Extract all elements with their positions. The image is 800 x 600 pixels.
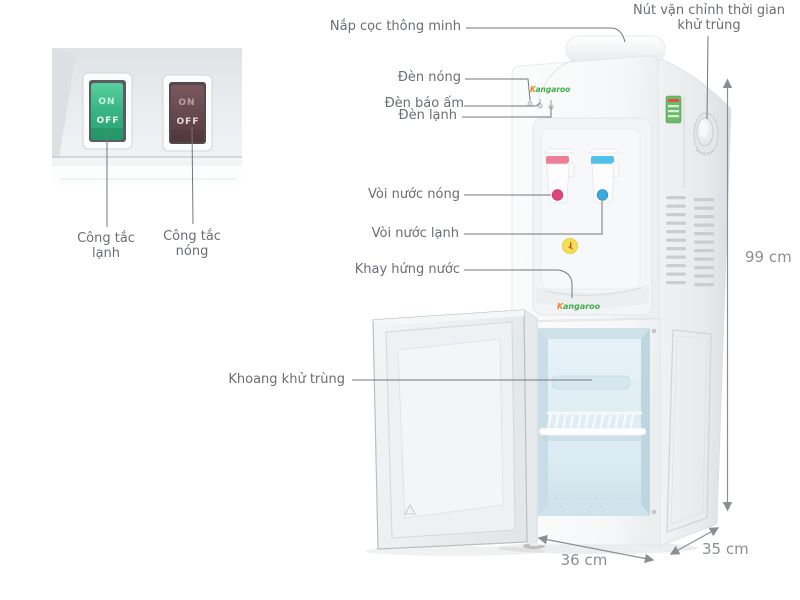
brand-initial: K — [557, 302, 564, 311]
brand-logo-front: K angaroo — [557, 302, 601, 311]
dispenser-side-panel — [657, 57, 732, 547]
callout-drip-tray: Khay hứng nước — [354, 262, 460, 277]
callout-line-hot-switch — [191, 126, 194, 225]
hot-switch-on-text: ON — [178, 98, 195, 108]
cold-tap-button — [596, 189, 609, 201]
brand-logo-top: K angaroo — [530, 85, 570, 94]
cold-rocker-switch: ON OFF — [82, 72, 133, 150]
callout-line-cold-light — [462, 106, 552, 118]
cold-switch-off-text: OFF — [97, 116, 120, 126]
cold-tap-stripe — [591, 156, 614, 165]
chamber-floor — [554, 497, 628, 508]
hot-tap — [543, 148, 575, 204]
callout-line-drip-tray — [464, 269, 573, 298]
drip-tray — [536, 285, 649, 308]
energy-sticker — [665, 95, 682, 124]
callout-cold-light: Đèn lạnh — [398, 108, 458, 123]
hot-switch-off-text: OFF — [177, 117, 200, 127]
callout-line-sterilize-knob — [706, 35, 709, 120]
side-vents — [666, 196, 714, 287]
callout-sterilize-knob: Nút vặn chỉnh thời gian khử trùng — [633, 3, 785, 33]
hot-rocker-switch: ON OFF — [162, 74, 213, 152]
height-dimension-label: 99 cm — [745, 248, 792, 266]
recycle-mark — [404, 503, 416, 515]
callout-smart-cap: Nắp cọc thông minh — [329, 19, 461, 34]
inset-angled-wall — [52, 48, 76, 158]
depth-dimension-line — [669, 527, 720, 555]
callout-hot-light: Đèn nóng — [397, 70, 461, 85]
cold-tap — [588, 148, 620, 204]
callout-lines — [352, 27, 709, 381]
hot-tap-button — [551, 189, 564, 201]
warning-sticker — [562, 238, 578, 254]
brand-initial: K — [530, 85, 537, 94]
chamber-door-open — [372, 309, 538, 550]
dimension-lines — [537, 78, 733, 564]
brand-rest: angaroo — [536, 85, 571, 94]
wire-shelf — [538, 411, 647, 441]
dispenser-upper-front: K angaroo — [511, 55, 660, 323]
sterilize-chamber — [529, 318, 661, 546]
depth-dimension-label: 35 cm — [702, 540, 749, 558]
cold-switch-label: Công tắc lạnh — [77, 231, 135, 261]
callout-line-cold-tap — [464, 201, 603, 235]
hot-switch-label: Công tắc nóng — [163, 229, 221, 259]
callout-sterilize-chamber: Khoang khử trùng — [228, 372, 345, 387]
callout-line-warm-light — [464, 102, 541, 107]
cold-switch-on-text: ON — [98, 97, 115, 107]
callout-cold-tap: Vòi nước lạnh — [371, 226, 459, 241]
width-dimension-line — [537, 534, 655, 564]
tap-recess — [532, 117, 653, 316]
switch-inset-photo: ON OFF ON OFF — [52, 48, 242, 227]
chamber-back-groove — [551, 375, 631, 390]
hot-tap-stripe — [546, 156, 569, 165]
brand-rest: angaroo — [563, 302, 601, 311]
callout-hot-tap: Vòi nước nóng — [368, 187, 460, 202]
sterilize-knob — [693, 112, 719, 156]
width-dimension-label: 36 cm — [560, 551, 608, 569]
callout-line-smart-cap — [466, 27, 626, 43]
callout-warm-light: Đèn báo ấm — [384, 96, 464, 111]
warm-light-led — [537, 103, 543, 109]
callout-line-hot-light — [465, 78, 531, 101]
side-panel-groove — [666, 329, 712, 533]
